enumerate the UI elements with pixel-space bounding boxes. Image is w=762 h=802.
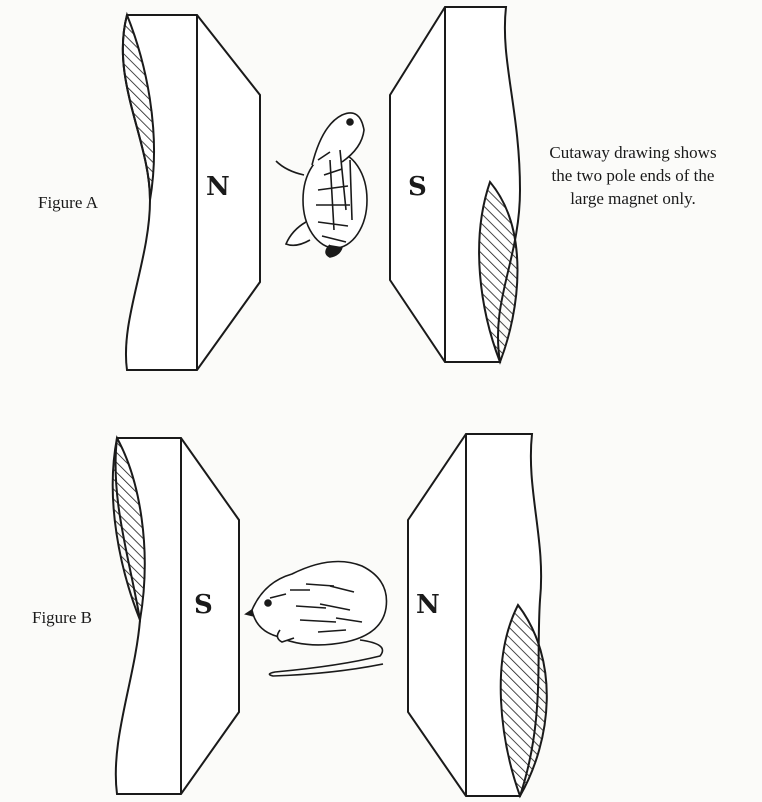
- figure-b-right-pole-label: N: [416, 590, 440, 620]
- caption-line-1: Cutaway drawing shows: [508, 141, 758, 164]
- figure-a-label: Figure A: [38, 193, 98, 213]
- caption-line-3: large magnet only.: [508, 187, 758, 210]
- figure-a-left-pole-label: N: [206, 172, 230, 202]
- figure-a-left-pole-piece: [123, 15, 260, 370]
- caption-line-2: the two pole ends of the: [508, 164, 758, 187]
- figure-b-left-pole-label: S: [194, 590, 213, 620]
- figure-b-left-pole-piece: [113, 438, 239, 794]
- figure-a-right-pole-label: S: [408, 172, 427, 202]
- rat-crouching-icon: [246, 562, 387, 677]
- figure-b-label: Figure B: [32, 608, 92, 628]
- caption: Cutaway drawing shows the two pole ends …: [508, 141, 758, 210]
- rat-standing-icon: [276, 113, 367, 257]
